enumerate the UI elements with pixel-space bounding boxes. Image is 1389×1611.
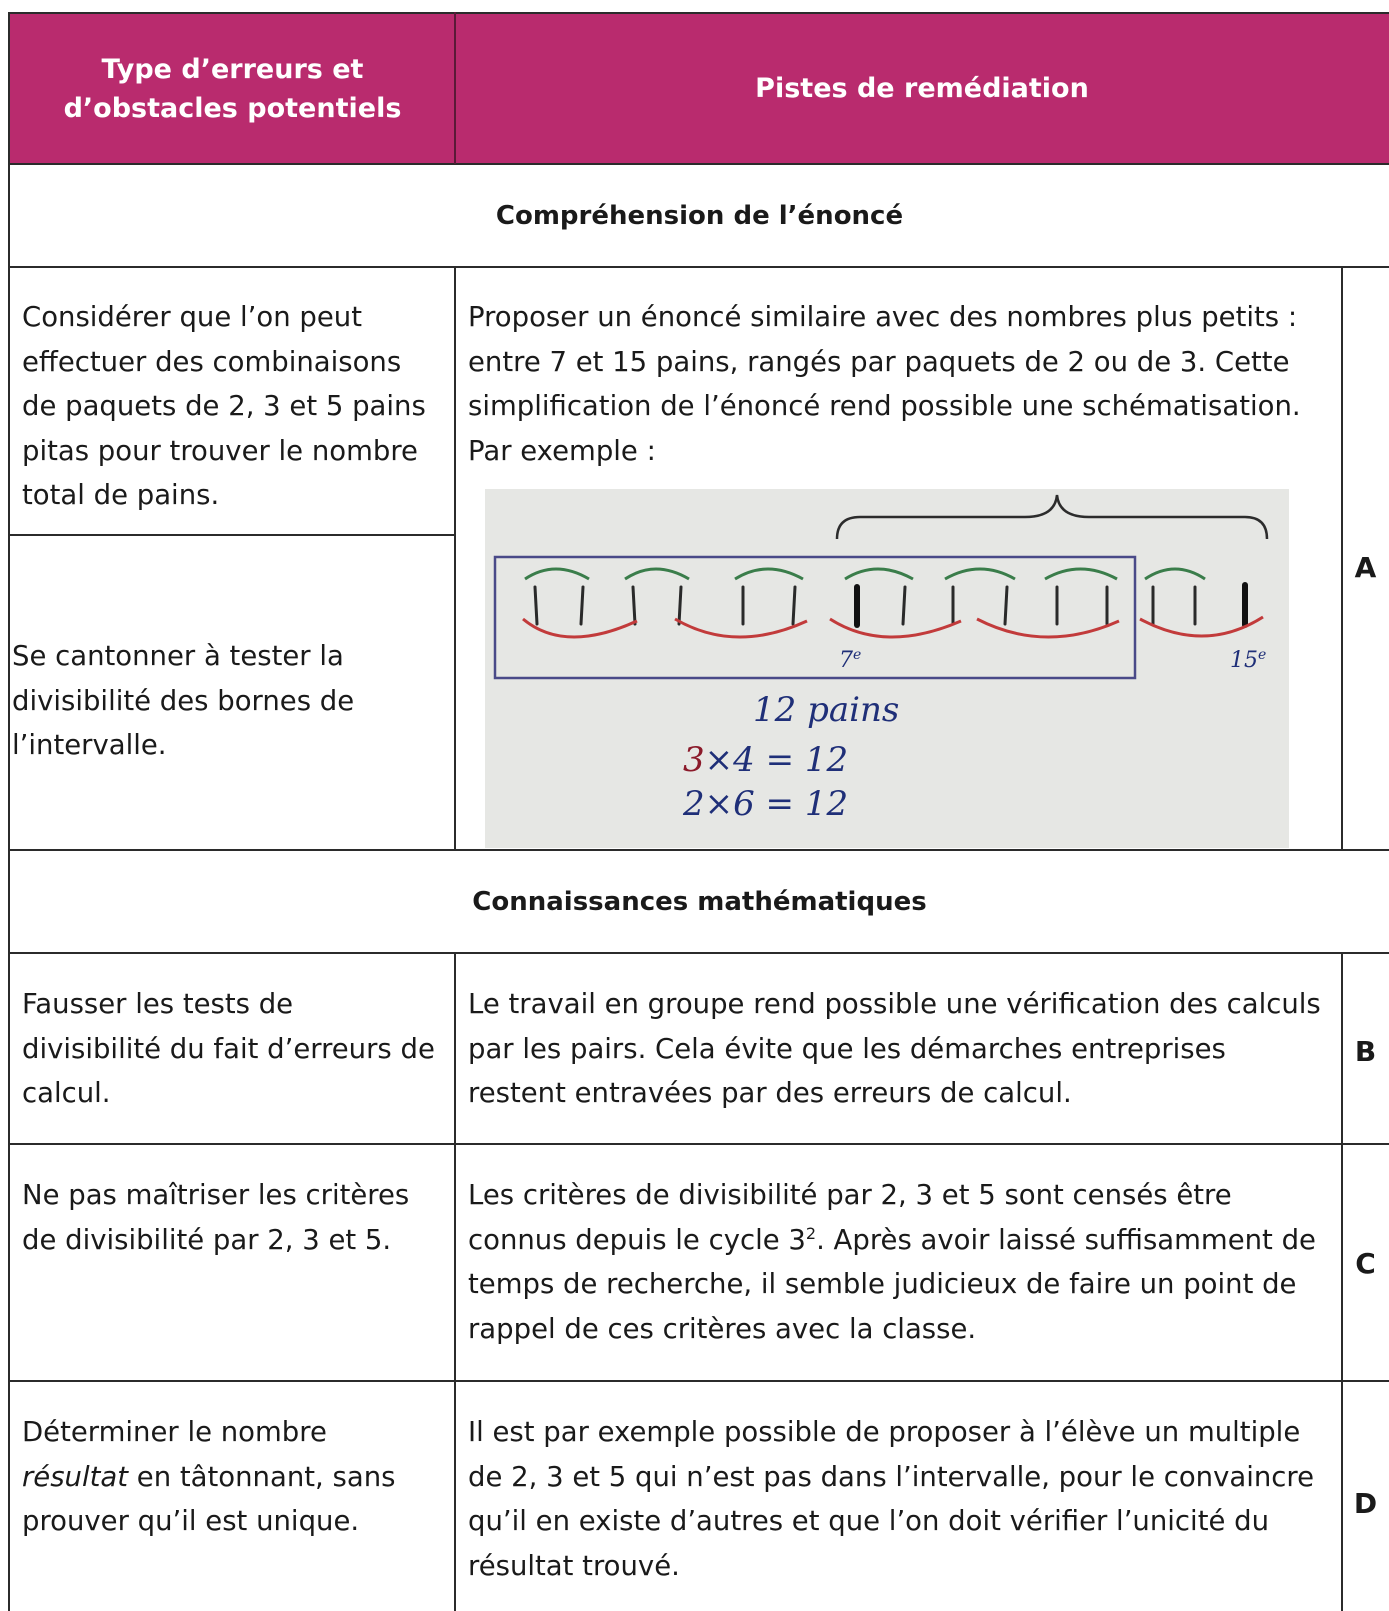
row-b-letter: B bbox=[1342, 1021, 1389, 1081]
row-c-letter: C bbox=[1342, 1233, 1389, 1293]
section-comprehension-label: Compréhension de l’énoncé bbox=[495, 200, 904, 231]
row-d-error-italic: résultat bbox=[22, 1460, 129, 1493]
grid-a-bottom bbox=[10, 849, 1389, 851]
grid-col1-a bbox=[454, 266, 456, 851]
grid-s1-bottom bbox=[10, 266, 1389, 268]
row-a-letter-text: A bbox=[1354, 550, 1377, 584]
sketch-label-7: 7e bbox=[839, 647, 861, 673]
grid-header-divider bbox=[454, 12, 456, 164]
header-col-errors: Type d’erreurs et d’obstacles potentiels bbox=[10, 14, 455, 164]
row-c-remedy-sup: 2 bbox=[805, 1223, 817, 1243]
grid-col3-a bbox=[1341, 266, 1343, 851]
grid-b-bottom bbox=[10, 1143, 1389, 1145]
grid-top bbox=[10, 12, 1389, 14]
row-a1-error-text: Considérer que l’on peut effectuer des c… bbox=[22, 301, 426, 512]
header-col-errors-label: Type d’erreurs et d’obstacles potentiels bbox=[63, 53, 402, 124]
row-d-letter-text: D bbox=[1353, 1486, 1378, 1520]
grid-c-bottom bbox=[10, 1380, 1389, 1382]
sketch-pains: 12 pains bbox=[753, 690, 899, 730]
grid-col1-b bbox=[454, 952, 456, 1611]
row-c-remedy-text-1: Les critères de divisibilité par 2, 3 et… bbox=[468, 1179, 1232, 1256]
grid-a1-bottom bbox=[10, 534, 455, 536]
row-b-remedy-text: Le travail en groupe rend possible une v… bbox=[468, 988, 1321, 1110]
row-b-error: Fausser les tests de divisibilité du fai… bbox=[22, 982, 440, 1116]
row-d-error-text-2: en tâtonnant, sans prouver qu’il est uni… bbox=[22, 1460, 396, 1538]
sketch-strokes bbox=[533, 582, 1248, 628]
grid-col3-b bbox=[1341, 952, 1343, 1611]
sketch-eq1: 3×4 = 12 bbox=[683, 740, 848, 780]
section-connaissances: Connaissances mathématiques bbox=[10, 850, 1389, 954]
row-b-remedy: Le travail en groupe rend possible une v… bbox=[468, 982, 1328, 1116]
sketch-green-arcs bbox=[524, 567, 1206, 581]
grid-header-bottom bbox=[10, 163, 1389, 165]
grid-left bbox=[8, 12, 10, 1611]
row-b-letter-text: B bbox=[1354, 1034, 1377, 1068]
row-a1-error: Considérer que l’on peut effectuer des c… bbox=[22, 295, 440, 518]
sketch-drawing: 7e 15e 12 pains 3×4 = 12 2×6 = 12 bbox=[485, 489, 1289, 848]
sketch-background bbox=[485, 489, 1289, 848]
row-c-error: Ne pas maîtriser les critères de divisib… bbox=[22, 1173, 440, 1262]
row-d-letter: D bbox=[1342, 1473, 1389, 1533]
row-d-error-text-1: Déterminer le nombre bbox=[22, 1416, 327, 1448]
row-d-remedy: Il est par exemple possible de proposer … bbox=[468, 1410, 1328, 1588]
row-c-remedy-text-2: . Après avoir laissé suffisamment de tem… bbox=[468, 1223, 1316, 1345]
row-a2-error-text: Se cantonner à tester la divisibilité de… bbox=[12, 640, 355, 762]
row-b-error-text: Fausser les tests de divisibilité du fai… bbox=[22, 988, 435, 1110]
sketch-label-15: 15e bbox=[1230, 647, 1266, 673]
header-col-remedies: Pistes de remédiation bbox=[455, 14, 1389, 164]
row-d-remedy-text: Il est par exemple possible de proposer … bbox=[468, 1416, 1315, 1582]
sketch-frame bbox=[493, 555, 1137, 680]
row-c-error-text: Ne pas maîtriser les critères de divisib… bbox=[22, 1179, 410, 1256]
sketch-eq2: 2×6 = 12 bbox=[682, 784, 848, 824]
row-d-error: Déterminer le nombre résultat en tâtonna… bbox=[22, 1410, 440, 1544]
section-comprehension: Compréhension de l’énoncé bbox=[10, 164, 1389, 267]
header-col-remedies-label: Pistes de remédiation bbox=[755, 73, 1089, 105]
sketch-brace bbox=[835, 494, 1269, 540]
row-c-letter-text: C bbox=[1355, 1246, 1376, 1280]
row-a2-error: Se cantonner à tester la divisibilité de… bbox=[12, 634, 432, 768]
sketch-red-arcs bbox=[522, 615, 1264, 639]
row-a-remedy: Proposer un énoncé similaire avec des no… bbox=[468, 295, 1328, 473]
row-a-remedy-text: Proposer un énoncé similaire avec des no… bbox=[468, 301, 1301, 467]
row-a-letter: A bbox=[1342, 537, 1389, 597]
sketch-photo: 7e 15e 12 pains 3×4 = 12 2×6 = 12 bbox=[485, 489, 1289, 848]
grid-s2-bottom bbox=[10, 952, 1389, 954]
section-connaissances-label: Connaissances mathématiques bbox=[472, 887, 927, 917]
row-c-remedy: Les critères de divisibilité par 2, 3 et… bbox=[468, 1173, 1328, 1351]
